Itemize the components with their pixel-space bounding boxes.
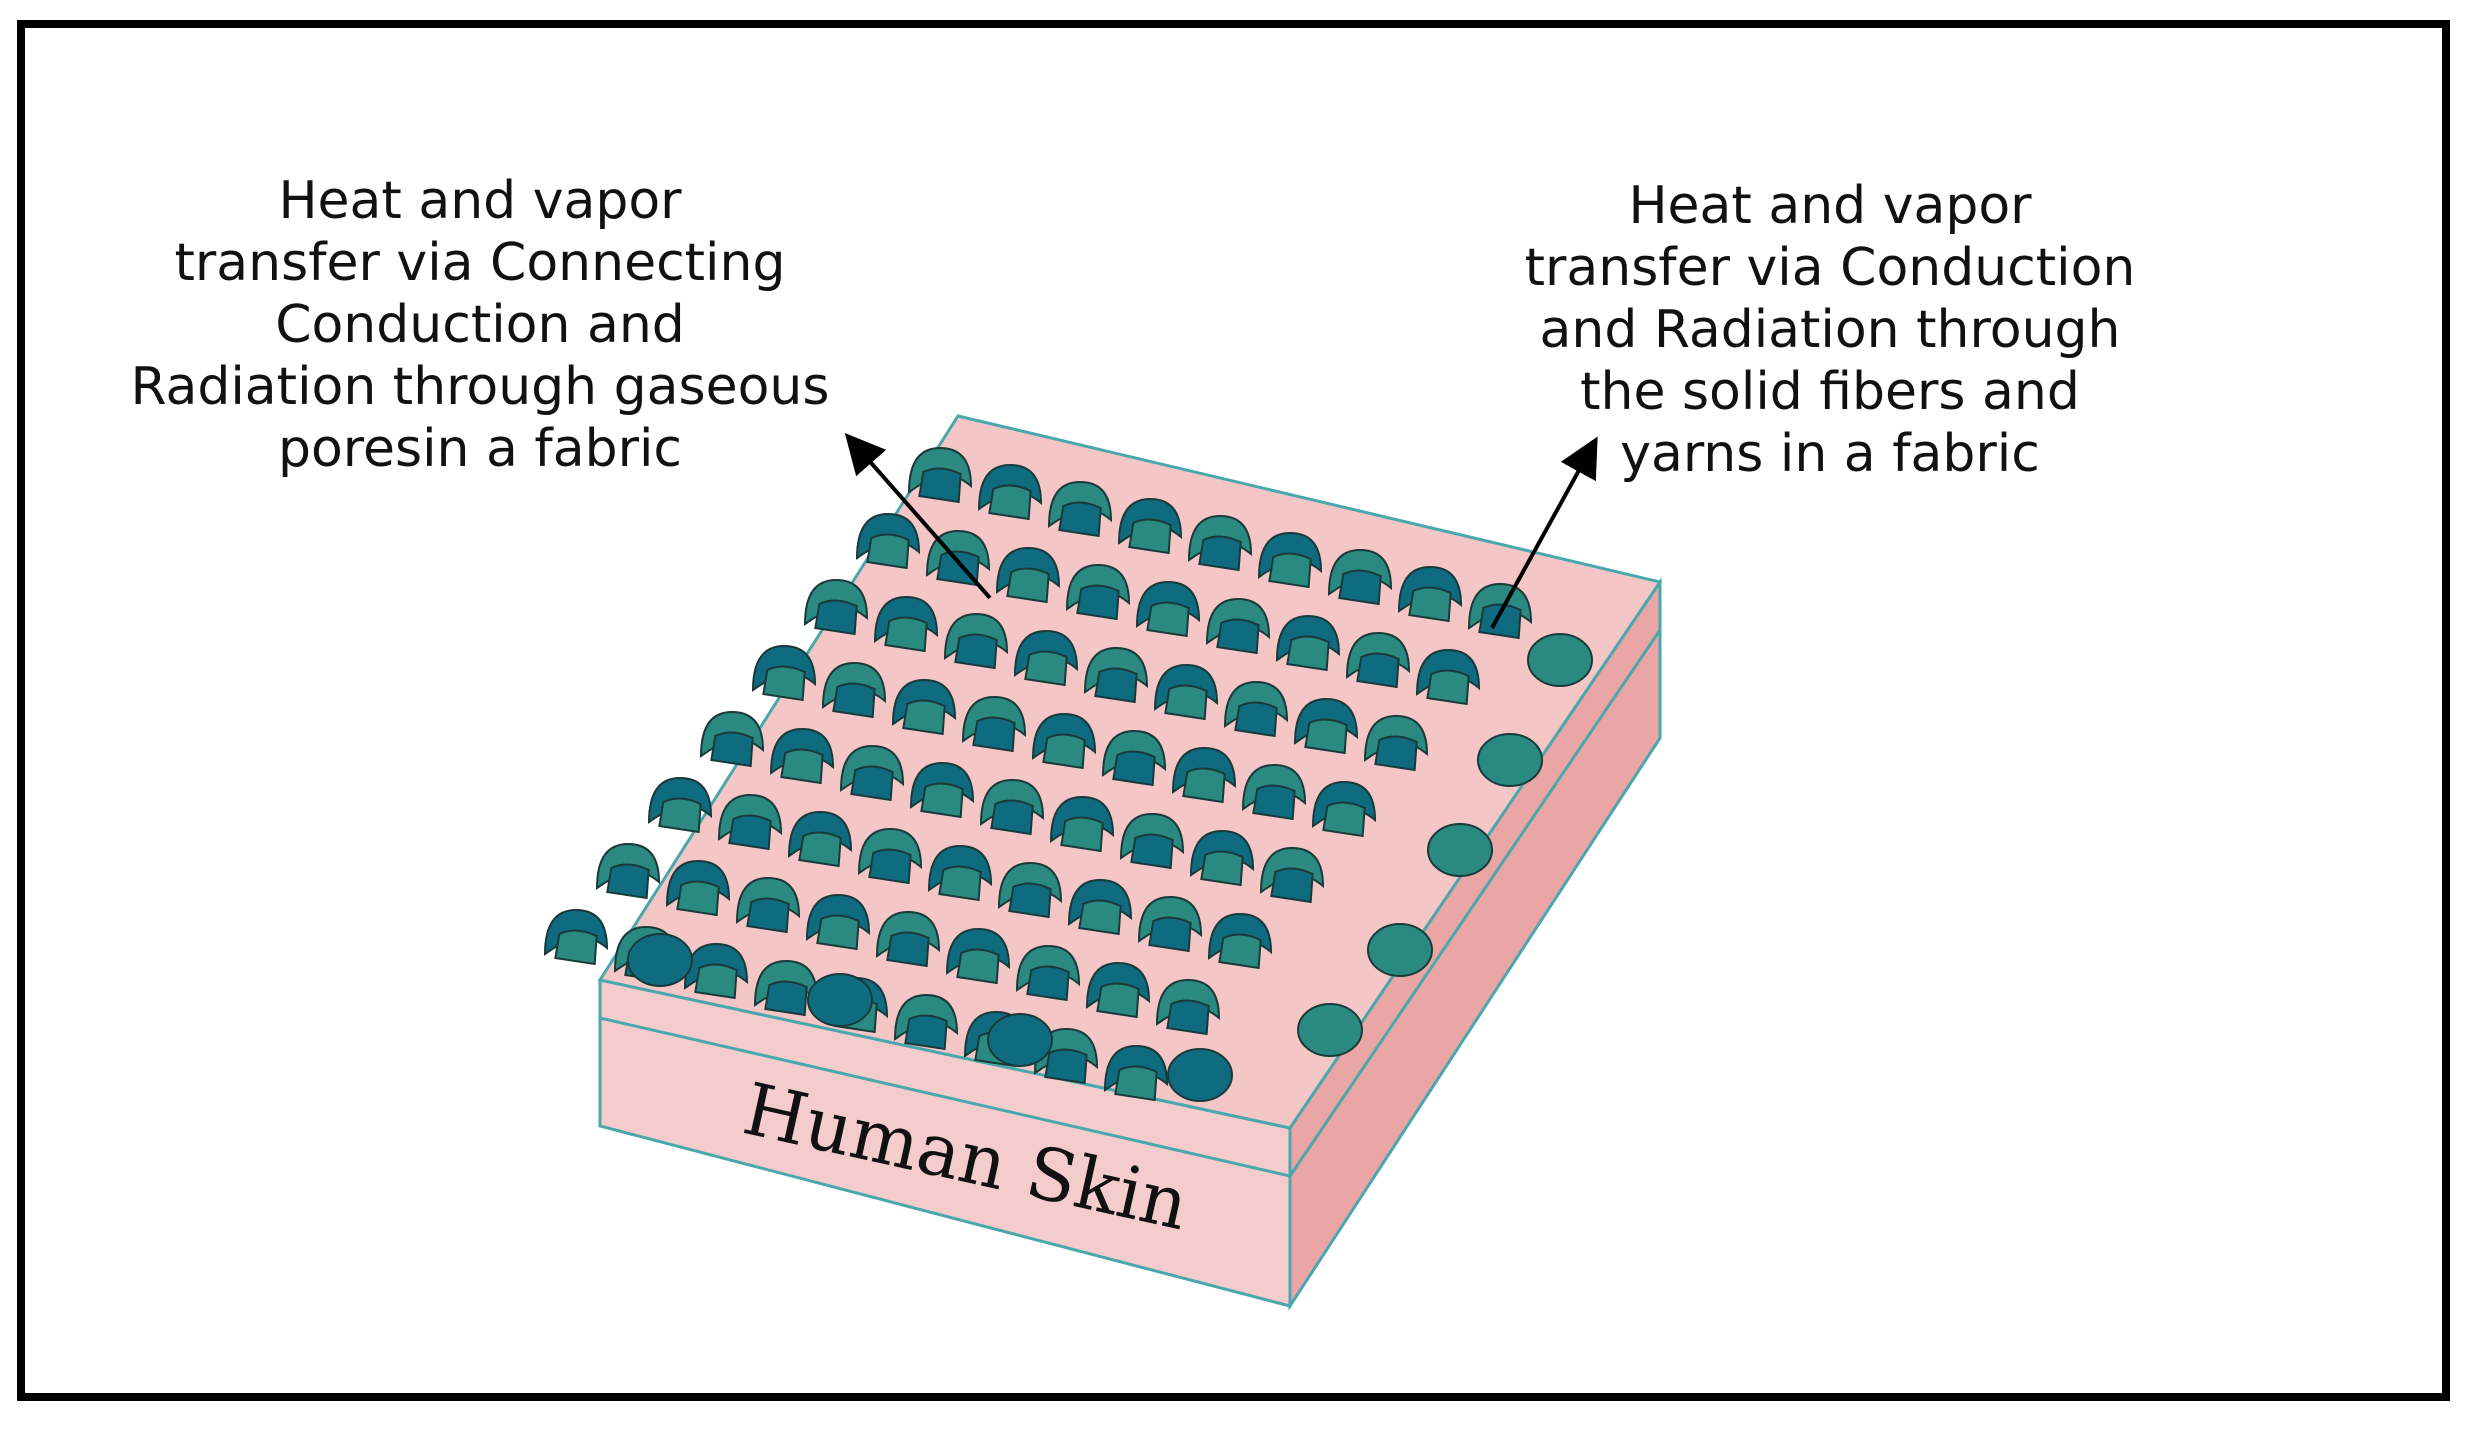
yarn-pocket	[676, 880, 720, 917]
yarn-pocket	[884, 616, 928, 653]
yarn-pocket	[988, 484, 1032, 521]
yarn-pocket	[728, 814, 772, 851]
yarn-pocket	[1252, 784, 1296, 821]
yarn-pocket	[1008, 882, 1052, 919]
left-annotation-line: transfer via Connecting	[174, 233, 786, 293]
yarn-pocket	[1024, 650, 1068, 687]
right-annotation-line: the solid fibers and	[1580, 362, 2080, 422]
right-annotation-line: yarns in a fabric	[1620, 424, 2040, 484]
left-annotation-line: poresin a fabric	[277, 419, 683, 479]
yarn-pocket	[1218, 933, 1262, 970]
yarn-pocket	[936, 550, 980, 587]
right-annotation-line: and Radiation through	[1539, 300, 2121, 360]
yarn-pocket	[746, 897, 790, 934]
woven-fabric	[543, 446, 1593, 1102]
skin-layer-line-side	[1288, 629, 1662, 1177]
yarn-end	[987, 1013, 1053, 1067]
yarn-pocket	[816, 914, 860, 951]
skin-layer-line	[599, 1016, 1291, 1178]
yarn-pocket	[1270, 867, 1314, 904]
yarn-end	[1477, 733, 1543, 787]
yarn-pocket	[1094, 667, 1138, 704]
yarn-pocket	[1130, 833, 1174, 870]
right-arrow	[1490, 436, 1598, 629]
yarn-pocket	[1268, 552, 1312, 589]
yarn-pocket	[956, 948, 1000, 985]
yarn-pocket	[1182, 767, 1226, 804]
yarn-pocket	[1058, 501, 1102, 538]
yarn-pocket	[954, 633, 998, 670]
yarn-pocket	[1026, 965, 1070, 1002]
yarn-pocket	[918, 467, 962, 504]
yarn-pocket	[1216, 618, 1260, 655]
yarn-pocket	[606, 863, 650, 900]
yarn-pocket	[1426, 669, 1470, 706]
yarn-pocket	[1076, 584, 1120, 621]
yarn-end	[1427, 823, 1493, 877]
yarn-pocket	[1044, 1048, 1088, 1085]
yarn-end	[627, 933, 693, 987]
yarn-pocket	[1146, 601, 1190, 638]
yarn-pocket	[1006, 567, 1050, 604]
yarn-pocket	[1128, 518, 1172, 555]
yarn-pocket	[972, 716, 1016, 753]
yarn-pocket	[764, 980, 808, 1017]
yarn-pocket	[1112, 750, 1156, 787]
yarn-pocket	[1356, 652, 1400, 689]
yarn-pocket	[1148, 916, 1192, 953]
left-annotation-line: Conduction and	[275, 295, 685, 355]
left-arrow	[844, 432, 992, 600]
yarn-pocket	[1096, 982, 1140, 1019]
yarn-end	[1297, 1003, 1363, 1057]
yarn-pocket	[904, 1014, 948, 1051]
yarn-pocket	[710, 731, 754, 768]
yarn-pocket	[1198, 535, 1242, 572]
yarn-pocket	[798, 831, 842, 868]
yarn-pocket	[1114, 1065, 1158, 1102]
yarn-end	[807, 973, 873, 1027]
yarn-pocket	[1200, 850, 1244, 887]
yarn-pocket	[1374, 735, 1418, 772]
left-annotation: Heat and vapor transfer via Connecting C…	[60, 170, 900, 480]
yarn-pocket	[920, 782, 964, 819]
yarn-pocket	[886, 931, 930, 968]
yarn-pocket	[1338, 569, 1382, 606]
yarn-pocket	[658, 797, 702, 834]
yarn-pocket	[814, 599, 858, 636]
yarn-pocket	[1164, 684, 1208, 721]
yarn-pocket	[990, 799, 1034, 836]
yarn-pocket	[780, 748, 824, 785]
right-annotation-line: transfer via Conduction	[1524, 238, 2136, 298]
yarn-end	[1527, 633, 1593, 687]
yarn-pocket	[902, 699, 946, 736]
yarn-pocket	[694, 963, 738, 1000]
yarn-pocket	[1304, 718, 1348, 755]
yarn-pocket	[938, 865, 982, 902]
yarn-pocket	[1166, 999, 1210, 1036]
yarn-pocket	[1042, 733, 1086, 770]
right-annotation: Heat and vapor transfer via Conduction a…	[1420, 175, 2240, 485]
yarn-end	[1367, 923, 1433, 977]
yarn-pocket	[850, 765, 894, 802]
left-annotation-line: Heat and vapor	[278, 171, 682, 231]
yarn-pocket	[762, 665, 806, 702]
yarn-pocket	[832, 682, 876, 719]
yarn-pocket	[1060, 816, 1104, 853]
yarn-pocket	[554, 929, 598, 966]
yarn-pocket	[866, 533, 910, 570]
yarn-pocket	[1078, 899, 1122, 936]
yarn-pocket	[1234, 701, 1278, 738]
yarn-pocket	[1322, 801, 1366, 838]
yarn-pocket	[1286, 635, 1330, 672]
yarn-end	[1167, 1048, 1233, 1102]
left-annotation-line: Radiation through gaseous	[130, 357, 830, 417]
yarn-pocket	[868, 848, 912, 885]
yarn-pocket	[1408, 586, 1452, 623]
right-annotation-line: Heat and vapor	[1628, 176, 2032, 236]
